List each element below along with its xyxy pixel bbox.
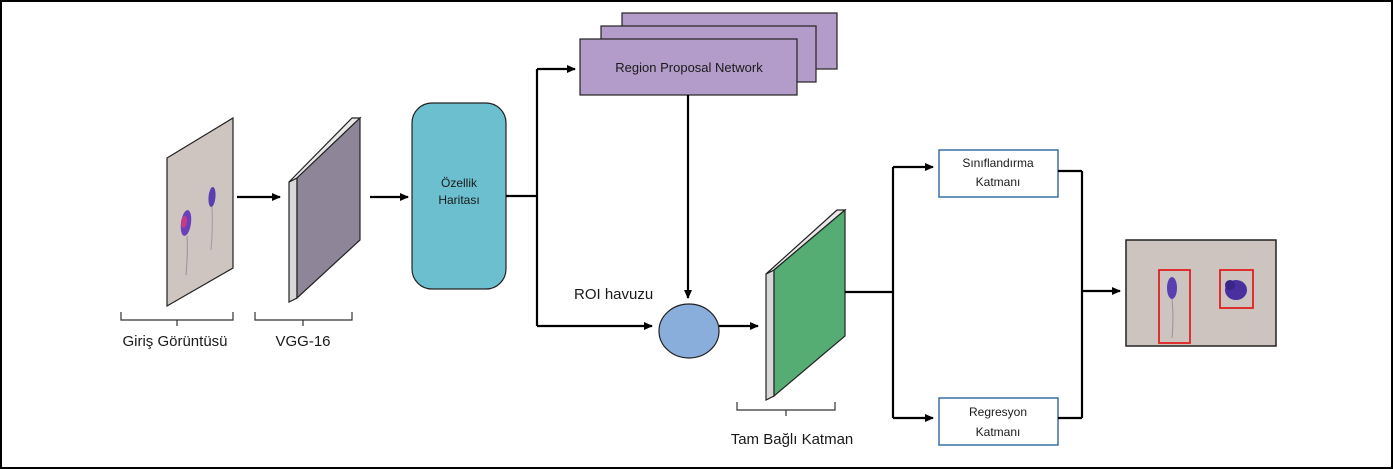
regression-label-1: Regresyon — [969, 405, 1027, 419]
detection-box-1 — [1158, 269, 1191, 344]
merge-branch — [1058, 169, 1121, 420]
regression-label-2: Katmanı — [976, 425, 1021, 439]
feature-map-label-2: Haritası — [438, 193, 479, 207]
vgg-bracket — [254, 312, 353, 326]
rpn-label: Region Proposal Network — [615, 60, 763, 75]
feature-map-label-1: Özellik — [441, 176, 478, 190]
input-microscope-image — [166, 116, 234, 308]
regression-layer-box — [938, 397, 1059, 446]
output-detection-image — [1125, 239, 1277, 347]
input-image-label: Giriş Görüntüsü — [122, 333, 227, 350]
detection-box-2 — [1219, 269, 1254, 309]
rpn-stack — [579, 12, 838, 96]
feature-branch — [506, 65, 653, 330]
fully-connected-block — [765, 208, 847, 401]
classification-layer-box — [938, 149, 1059, 198]
fc-bracket — [736, 402, 836, 416]
roi-pool-label: ROI havuzu — [574, 286, 653, 303]
vgg-label: VGG-16 — [275, 333, 330, 350]
fc-label: Tam Bağlı Katman — [731, 431, 854, 448]
input-bracket — [120, 312, 234, 326]
classification-label-2: Katmanı — [976, 175, 1021, 189]
roi-pool-circle — [658, 303, 720, 359]
fc-branch — [845, 163, 934, 422]
classification-label-1: Sınıflandırma — [962, 156, 1034, 170]
vgg16-block — [288, 116, 362, 303]
